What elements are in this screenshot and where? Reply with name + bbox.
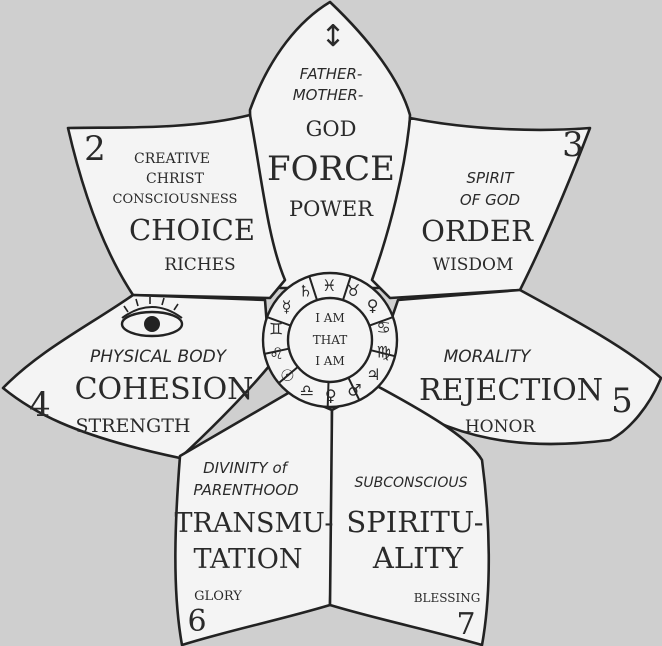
ring-spoke	[278, 366, 299, 384]
petal-4-labels: 4 PHYSICAL BODY COHESION STRENGTH	[29, 297, 253, 437]
petal-6-top-line-1: DIVINITY of	[203, 459, 290, 477]
petal-4-top-line-1: PHYSICAL BODY	[90, 347, 228, 367]
petal-7	[328, 384, 491, 646]
center-line-2: THAT	[313, 333, 347, 347]
petal-3-number: 3	[562, 125, 584, 165]
petal-3-top-line-1: SPIRIT	[467, 169, 516, 187]
petal-5-number: 5	[611, 381, 633, 421]
ring-symbol: ♉	[346, 281, 360, 300]
ring-symbol: ☿	[282, 297, 292, 316]
petal-7-sub: BLESSING	[414, 591, 481, 605]
petal-4	[1, 293, 272, 460]
eye-icon	[120, 297, 184, 338]
petal-1-mid: GOD	[306, 117, 357, 141]
petal-1-main: FORCE	[267, 149, 395, 189]
petal-7-main-line-1: SPIRITU-	[346, 505, 483, 539]
petal-3	[370, 116, 592, 300]
petal-1-top-line-1: FATHER-	[300, 65, 363, 83]
petal-1-top-line-2: MOTHER-	[293, 86, 364, 104]
ring-spoke	[370, 349, 396, 358]
ring-symbol: ♌	[269, 344, 283, 363]
ring-spoke	[266, 316, 291, 327]
petal-7-number: 7	[456, 607, 475, 642]
petal-4-sub: STRENGTH	[76, 415, 191, 437]
petal-1-sub: POWER	[289, 197, 374, 221]
ring-spoke	[347, 377, 361, 401]
petal-2-main: CHOICE	[129, 213, 255, 247]
ring-symbol: ♎	[300, 381, 314, 400]
ring-symbol: ☉	[280, 366, 294, 385]
petal-6-sub: GLORY	[194, 589, 242, 604]
inner-ring	[286, 296, 374, 384]
petal-3-main: ORDER	[421, 214, 534, 248]
petal-4-main: COHESION	[75, 372, 254, 407]
ring-symbols: ♉ ♀ ♋ ♍ ♃ ♂ ♀ ♎ ☉ ♌ ♊ ☿ ♄ ♓	[269, 276, 391, 405]
ring-symbol: ♀	[325, 386, 337, 405]
petal-2-sub: RICHES	[164, 255, 235, 275]
petal-3-top-line-2: OF GOD	[460, 191, 520, 209]
ring-symbol: ♄	[298, 282, 312, 301]
petal-2-top-line-1: CREATIVE	[134, 151, 210, 167]
petal-2	[66, 113, 287, 300]
petal-5	[368, 288, 662, 446]
petal-7-main-line-2: ALITY	[372, 541, 464, 575]
petal-6-top-line-2: PARENTHOOD	[193, 481, 298, 499]
petal-6-main-line-1: TRANSMU-	[174, 508, 333, 539]
petal-6-number: 6	[187, 604, 206, 639]
petal-5-sub: HONOR	[465, 417, 537, 437]
center-medallion: ♉ ♀ ♋ ♍ ♃ ♂ ♀ ♎ ☉ ♌ ♊ ☿ ♄ ♓ I AM THAT I AM	[261, 271, 399, 409]
ring-spoke	[369, 316, 394, 327]
ring-symbol: ♋	[376, 318, 390, 337]
petal-5-main: REJECTION	[419, 373, 603, 408]
petal-1-labels: ↕ FATHER- MOTHER- GOD FORCE POWER	[267, 19, 395, 221]
ring-symbol: ♓	[322, 276, 336, 295]
ring-spokes	[264, 275, 396, 408]
ring-symbol: ♃	[366, 365, 380, 384]
petal-2-number: 2	[84, 129, 106, 169]
ring-spoke	[308, 275, 318, 301]
petal-5-top-line-1: MORALITY	[444, 347, 532, 367]
petal-4-number: 4	[29, 385, 51, 425]
ring-symbol: ♍	[377, 343, 391, 362]
center-line-1: I AM	[315, 311, 345, 325]
ring-spoke	[326, 381, 330, 408]
petal-3-labels: 3 SPIRIT OF GOD ORDER WISDOM	[421, 125, 584, 275]
petal-2-labels: 2 CREATIVE CHRIST CONSCIOUSNESS CHOICE R…	[84, 129, 255, 275]
petal-2-top-line-2: CHRIST	[146, 171, 205, 187]
petal-6-labels: DIVINITY of PARENTHOOD TRANSMU- TATION G…	[174, 459, 333, 639]
petal-5-labels: MORALITY REJECTION 5 HONOR	[419, 347, 633, 437]
ring-symbol: ♊	[269, 319, 283, 338]
petal-2-top-line-3: CONSCIOUSNESS	[113, 192, 238, 207]
ring-spoke	[342, 275, 352, 301]
ring-symbol: ♂	[347, 380, 361, 399]
petal-6-main-line-2: TATION	[194, 544, 303, 575]
ring-spoke	[264, 347, 290, 355]
petal-3-sub: WISDOM	[433, 255, 514, 275]
up-down-arrow-icon: ↕	[320, 19, 345, 54]
center-line-3: I AM	[315, 354, 345, 368]
petal-7-top-line-1: SUBCONSCIOUS	[355, 475, 468, 491]
ring-symbol: ♀	[367, 296, 379, 315]
petal-7-labels: SUBCONSCIOUS SPIRITU- ALITY BLESSING 7	[346, 475, 483, 642]
